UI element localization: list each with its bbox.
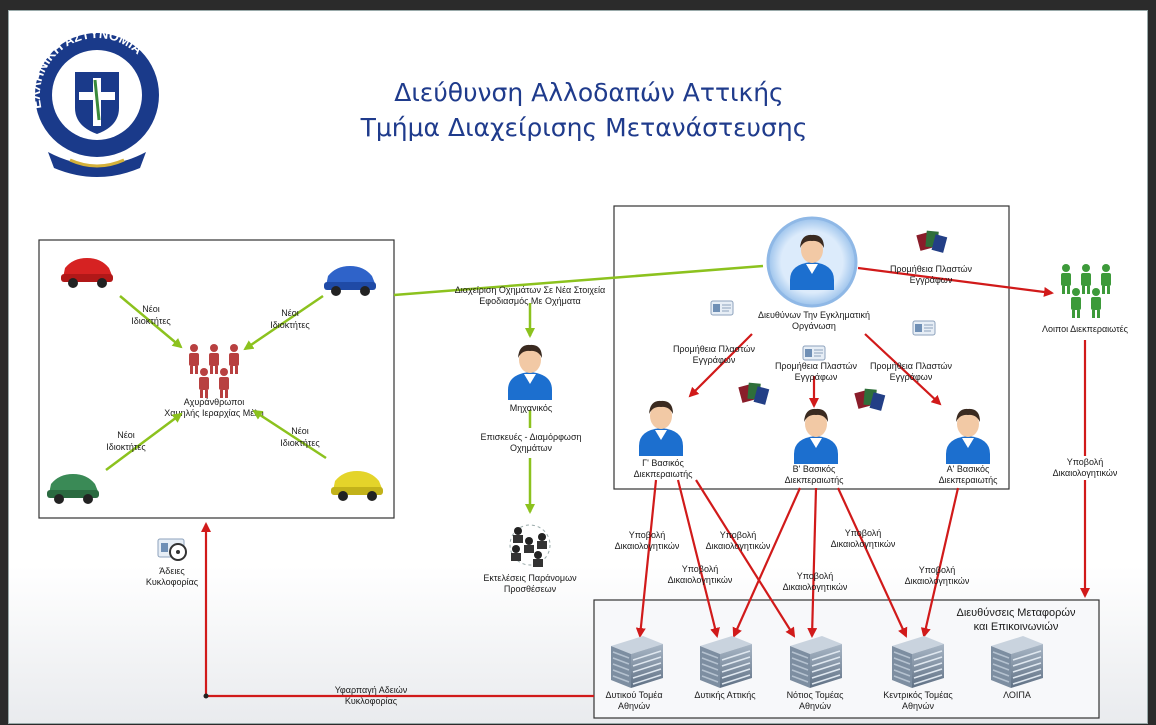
b-handler-label-1: Β' Βασικός — [793, 464, 836, 474]
supply-label-others-2: Εγγράφων — [910, 275, 953, 285]
building-label-1-1: Δυτικής Αττικής — [694, 690, 756, 700]
building-icon — [610, 635, 664, 689]
repairs-label-2: Οχημάτων — [510, 443, 553, 453]
supply-label-b-1: Προμήθεια Πλαστών — [775, 361, 858, 371]
new-owners-label-br: Νέοι Ιδιοκτήτες — [280, 426, 320, 448]
submission-labels: Υποβολή Δικαιολογητικών Υποβολή Δικαιολο… — [615, 528, 970, 592]
building-label-4-1: ΛΟΙΠΑ — [1003, 690, 1031, 700]
building-label-2-1: Νότιος Τομέας — [787, 690, 845, 700]
svg-text:Δικαιολογητικών: Δικαιολογητικών — [783, 582, 848, 592]
svg-text:Νέοι: Νέοι — [281, 308, 299, 318]
car-yellow — [331, 471, 383, 501]
building-icon — [990, 635, 1044, 689]
supply-label-a-2: Εγγράφων — [890, 372, 933, 382]
repairs-label-1: Επισκευές - Διαμόρφωση — [481, 432, 582, 442]
b-handler-label-2: Διεκπεραιωτής — [785, 475, 845, 485]
other-handlers-group-icon — [1061, 264, 1111, 318]
building-icon — [699, 635, 753, 689]
svg-text:Δικαιολογητικών: Δικαιολογητικών — [668, 575, 733, 585]
permits-label-2: Κυκλοφορίας — [146, 577, 199, 587]
supply-label-c-1: Προμήθεια Πλαστών — [673, 344, 756, 354]
car-blue — [324, 266, 376, 296]
car-green — [47, 474, 99, 504]
supply-label-c-2: Εγγράφων — [693, 355, 736, 365]
svg-text:Υποβολή: Υποβολή — [797, 571, 834, 581]
svg-text:Υποβολή: Υποβολή — [919, 565, 956, 575]
others-submission-label-1: Υποβολή — [1067, 457, 1104, 467]
svg-text:Υποβολή: Υποβολή — [720, 530, 757, 540]
car-red — [61, 258, 113, 288]
permits-label-1: Άδειες — [159, 566, 185, 576]
new-owners-label-bl: Νέοι Ιδιοκτήτες — [106, 430, 146, 452]
others-label: Λοιποι Διεκπεραιωτές — [1042, 324, 1129, 334]
svg-text:Δικαιολογητικών: Δικαιολογητικών — [831, 539, 896, 549]
document-icon — [802, 345, 826, 361]
building-label-0-1: Δυτικού Τομέα — [605, 690, 662, 700]
building-label-3-2: Αθηνών — [902, 701, 935, 711]
vehicle-mgmt-label-2: Εφοδιασμός Με Οχήματα — [479, 296, 580, 306]
permit-theft-label-1: Υφαρπαγή Αδειών — [335, 685, 408, 695]
corner-dot — [203, 693, 209, 699]
c-handler-label-1: Γ' Βασικός — [642, 458, 684, 468]
mechanic-person-icon — [508, 344, 552, 400]
svg-text:Δικαιολογητικών: Δικαιολογητικών — [706, 541, 771, 551]
document-icon — [710, 300, 734, 316]
vehicle-mgmt-label-1: Διαχείριση Οχημάτων Σε Νέα Στοιχεία — [455, 285, 606, 295]
svg-text:Νέοι: Νέοι — [291, 426, 309, 436]
new-owners-label-tl: Νέοι Ιδιοκτήτες — [131, 304, 171, 326]
svg-text:Νέοι: Νέοι — [117, 430, 135, 440]
permit-theft-label-2: Κυκλοφορίας — [345, 696, 398, 706]
green-arrows-left — [105, 294, 327, 472]
others-submission-bg — [1054, 456, 1118, 480]
supply-label-a-1: Προμήθεια Πλαστών — [870, 361, 953, 371]
svg-text:Ιδιοκτήτες: Ιδιοκτήτες — [131, 316, 171, 326]
svg-text:Υποβολή: Υποβολή — [629, 530, 666, 540]
title-line-1: Διεύθυνση Αλλοδαπών Αττικής — [394, 78, 783, 107]
document-icon — [912, 320, 936, 336]
new-owners-label-tr: Νέοι Ιδιοκτήτες — [270, 308, 310, 330]
title-line-2: Τμήμα Διαχείρισης Μετανάστευσης — [360, 113, 808, 142]
green-flow-lines — [393, 264, 764, 514]
supply-label-b-2: Εγγράφων — [795, 372, 838, 382]
building-label-3-1: Κεντρικός Τομέας — [883, 690, 953, 700]
svg-text:Υποβολή: Υποβολή — [682, 564, 719, 574]
svg-text:Νέοι: Νέοι — [142, 304, 160, 314]
building-label-0-2: Αθηνών — [618, 701, 651, 711]
building-icon — [891, 635, 945, 689]
executions-label-2: Προσθέσεων — [504, 584, 557, 594]
c-handler-label-2: Διεκπεραιωτής — [634, 469, 694, 479]
svg-text:Ιδιοκτήτες: Ιδιοκτήτες — [280, 438, 320, 448]
supply-label-others-1: Προμήθεια Πλαστών — [890, 264, 973, 274]
leader-label-2: Οργάνωση — [792, 321, 836, 331]
svg-text:Ιδιοκτήτες: Ιδιοκτήτες — [106, 442, 146, 452]
transport-title-1: Διευθύνσεις Μεταφορών — [956, 607, 1076, 619]
submission-arrows — [635, 479, 960, 638]
svg-text:Υποβολή: Υποβολή — [845, 528, 882, 538]
building-label-2-2: Αθηνών — [799, 701, 832, 711]
leader-label-1: Διευθύνων Την Εγκληματική — [758, 310, 870, 320]
mechanic-label: Μηχανικός — [510, 403, 553, 413]
svg-text:Δικαιολογητικών: Δικαιολογητικών — [615, 541, 680, 551]
transport-title-2: και Επικοινωνιών — [974, 621, 1059, 633]
executions-label-1: Εκτελέσεις Παράνομων — [483, 573, 577, 583]
police-logo: ΕΛΛΗΝΙΚΗ ΑΣΤΥΝΟΜΙΑ — [28, 26, 159, 177]
building-icon — [789, 635, 843, 689]
svg-text:Ιδιοκτήτες: Ιδιοκτήτες — [270, 320, 310, 330]
permit-theft-path — [201, 522, 594, 698]
strawmen-label-2: Χαμηλής Ιεραρχίας Μέλη — [164, 408, 263, 418]
strawmen-label-1: Αχυράνθρωποι — [184, 397, 244, 407]
svg-text:Δικαιολογητικών: Δικαιολογητικών — [905, 576, 970, 586]
steering-license-icon — [157, 538, 187, 561]
others-submission-label-2: Δικαιολογητικών — [1053, 468, 1118, 478]
a-handler-label-2: Διεκπεραιωτής — [939, 475, 999, 485]
a-handler-label-1: Α' Βασικός — [947, 464, 990, 474]
supply-arrows — [688, 266, 1054, 408]
executors-group-icon — [509, 524, 551, 567]
